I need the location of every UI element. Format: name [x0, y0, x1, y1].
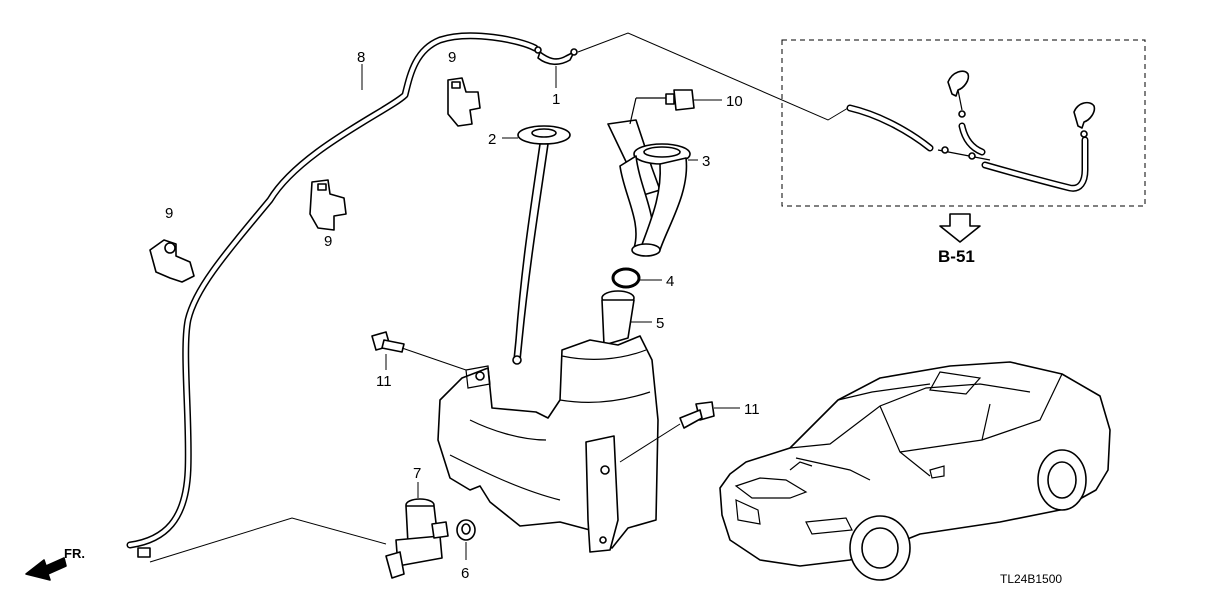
label-part-11-right: 11	[744, 401, 760, 418]
retainer-clip-10	[629, 89, 695, 125]
label-part-8: 8	[357, 49, 365, 66]
label-part-11-left: 11	[376, 373, 392, 390]
joint-connector-1	[534, 46, 578, 66]
reference-arrow-down-icon	[939, 213, 981, 243]
hose-clip-9-top	[447, 77, 481, 127]
flange-bolt-11-left	[371, 331, 405, 353]
label-part-4: 4	[666, 273, 674, 290]
hose-route-line-top	[577, 32, 849, 121]
front-direction-label: FR.	[64, 546, 85, 561]
label-part-2: 2	[488, 131, 496, 148]
hose-clip-9-left	[149, 239, 195, 283]
vehicle-illustration	[719, 361, 1111, 581]
hose-clip-9-mid	[309, 179, 347, 231]
label-part-9-top: 9	[448, 49, 456, 66]
label-part-6: 6	[461, 565, 469, 582]
o-ring-4	[611, 267, 641, 289]
hose-route-line-bottom	[149, 517, 387, 563]
label-part-3: 3	[702, 153, 710, 170]
front-direction-arrow-icon	[25, 557, 67, 581]
washer-pump-7	[385, 498, 449, 579]
label-part-10: 10	[726, 93, 743, 110]
label-part-9-left: 9	[165, 205, 173, 222]
label-part-7: 7	[413, 465, 421, 482]
flange-bolt-11-right	[679, 401, 715, 429]
nozzle-inset-box	[781, 39, 1146, 207]
pump-grommet-6	[456, 519, 476, 541]
label-part-9-mid: 9	[324, 233, 332, 250]
tank-inlet-5	[601, 290, 635, 346]
leader-lines	[361, 64, 740, 560]
washer-hose-8	[126, 32, 539, 549]
label-part-1: 1	[552, 91, 560, 108]
hose-end-connector	[137, 547, 151, 558]
label-part-5: 5	[656, 315, 664, 332]
diagram-code: TL24B1500	[1000, 572, 1062, 586]
filler-neck-3	[607, 119, 691, 257]
cap-level-gauge-2	[512, 125, 571, 365]
washer-tank	[437, 335, 659, 553]
reference-label: B-51	[938, 247, 975, 266]
